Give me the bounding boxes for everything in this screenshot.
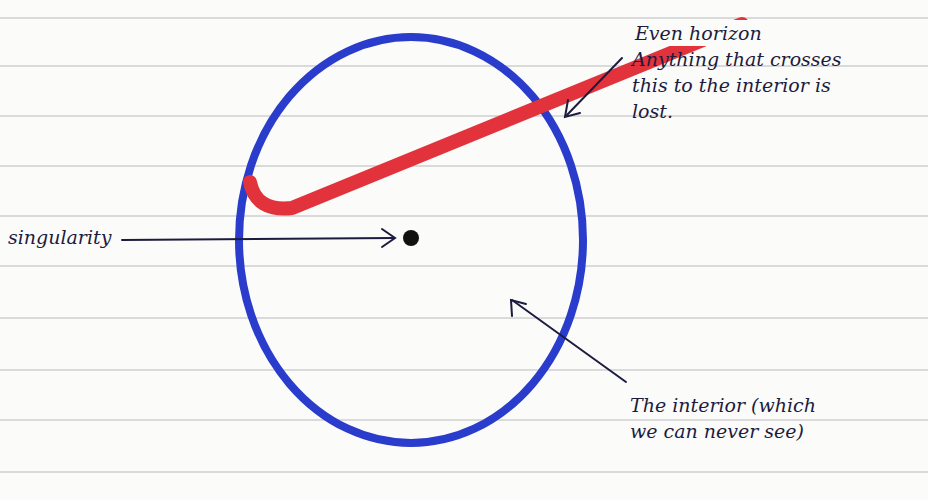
- leader-lines: [122, 58, 626, 382]
- singularity-dot: [403, 230, 419, 246]
- arrowhead: [565, 100, 580, 117]
- horizon-note: Anything that crosses this to the interi…: [632, 46, 847, 124]
- leader-line: [566, 58, 622, 116]
- arrowhead: [511, 300, 526, 316]
- event-horizon-circle: [239, 37, 583, 443]
- horizon-label: Even horizon: [632, 20, 838, 46]
- ruled-lines: [0, 18, 928, 472]
- singularity-label: singularity: [8, 224, 124, 250]
- leader-line: [122, 238, 394, 240]
- interior-label: The interior (which we can never see): [630, 392, 840, 444]
- arrowhead: [382, 229, 395, 247]
- leader-line: [512, 300, 626, 382]
